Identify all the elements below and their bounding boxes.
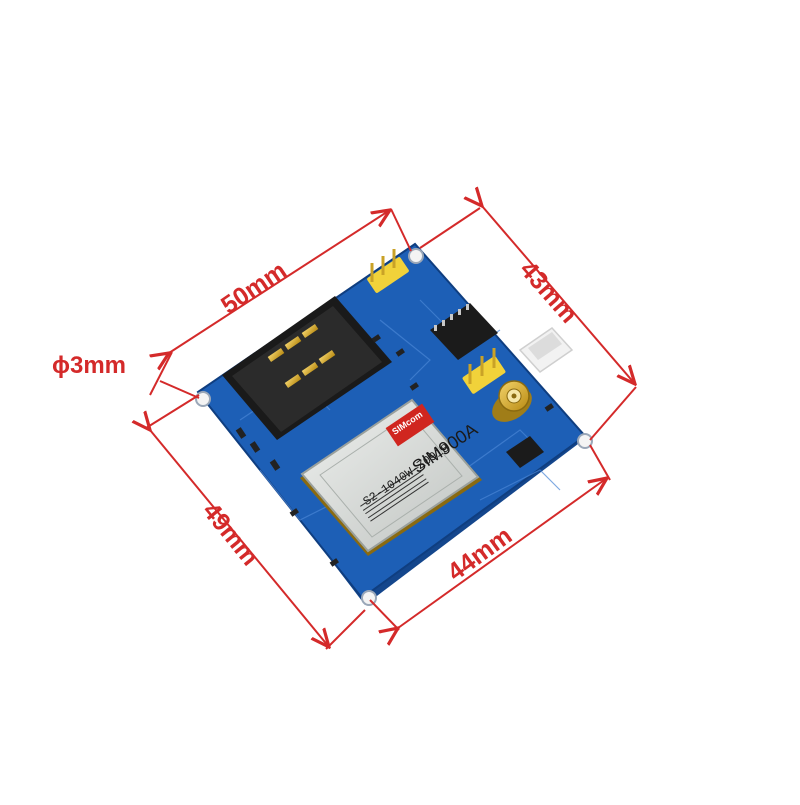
dimension-lines xyxy=(146,206,636,649)
dimension-hole-label: ϕ3mm xyxy=(52,352,127,379)
power-connector xyxy=(518,327,574,373)
antenna-connector xyxy=(492,380,532,422)
regulator-component xyxy=(506,436,544,468)
